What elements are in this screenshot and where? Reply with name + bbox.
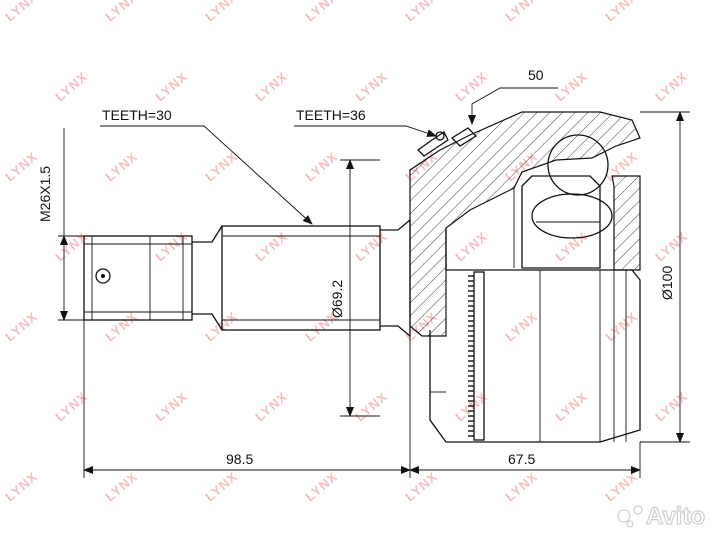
teeth-30-label: TEETH=30	[102, 107, 172, 123]
watermark-lynx: LYNX	[602, 469, 640, 505]
watermark-lynx: LYNX	[602, 0, 640, 24]
pin-hole	[95, 268, 111, 284]
watermark-lynx: LYNX	[302, 469, 340, 505]
teeth-left-leader	[100, 125, 313, 225]
bell-section	[409, 111, 641, 337]
shaft-length-label: 98.5	[226, 451, 253, 467]
watermark-lynx: LYNX	[502, 0, 540, 24]
dimensions	[58, 87, 690, 478]
watermark-lynx: LYNX	[352, 69, 390, 105]
watermark-lynx: LYNX	[152, 69, 190, 105]
watermark-lynx: LYNX	[352, 389, 390, 425]
watermark-lynx: LYNX	[102, 149, 140, 185]
watermark-lynx: LYNX	[252, 389, 290, 425]
splined-shaft	[221, 225, 381, 331]
watermark-lynx: LYNX	[502, 469, 540, 505]
watermark-lynx: LYNX	[2, 309, 40, 345]
ring-size-label: 50	[528, 67, 544, 83]
watermark-lynx: LYNX	[2, 469, 40, 505]
watermark-lynx: LYNX	[602, 309, 640, 345]
avito-logo-dot	[633, 505, 643, 515]
watermark-lynx: LYNX	[352, 229, 390, 265]
watermark-lynx: LYNX	[252, 69, 290, 105]
bell-outer	[429, 228, 641, 443]
watermark-lynx: LYNX	[552, 229, 590, 265]
body-diameter-label: Ø100	[659, 266, 675, 300]
teeth-36-label: TEETH=36	[296, 107, 366, 123]
threaded-end	[83, 235, 193, 321]
watermark-lynx: LYNX	[652, 229, 690, 265]
body-length-label: 67.5	[508, 451, 535, 467]
avito-logo-dot	[626, 520, 634, 528]
watermark-lynx: LYNX	[402, 469, 440, 505]
watermark-lynx: LYNX	[102, 0, 140, 24]
watermark-lynx: LYNX	[552, 389, 590, 425]
watermark-lynx: LYNX	[652, 69, 690, 105]
watermark-lynx: LYNX	[52, 389, 90, 425]
watermark-lynx: LYNX	[102, 309, 140, 345]
snap-ring	[416, 131, 449, 157]
shaft-diameter-label: Ø69.2	[329, 280, 345, 318]
watermark-lynx: LYNX	[52, 229, 90, 265]
avito-logo-dot	[617, 509, 631, 523]
abs-ring	[468, 275, 474, 437]
watermark-lynx: LYNX	[302, 149, 340, 185]
watermark-lynx: LYNX	[252, 229, 290, 265]
watermark-lynx: LYNX	[452, 229, 490, 265]
cage-window	[531, 193, 613, 239]
watermark-lynx: LYNX	[152, 229, 190, 265]
avito-badge: Avito	[617, 502, 706, 531]
joint-body	[409, 111, 641, 443]
watermark-lynx: LYNX	[2, 0, 40, 24]
watermark-lynx: LYNX	[552, 69, 590, 105]
ring-leader	[468, 87, 558, 125]
watermark-layer: LYNX LYNX LYNX LYNX LYNX LYNX LYNX LYNX LYNX LYNX…	[2, 0, 690, 504]
watermark-lynx: LYNX	[402, 0, 440, 24]
watermark-lynx: LYNX	[52, 69, 90, 105]
watermark-lynx: LYNX	[452, 69, 490, 105]
watermark-lynx: LYNX	[202, 0, 240, 24]
watermark-lynx: LYNX	[502, 309, 540, 345]
watermark-lynx: LYNX	[202, 469, 240, 505]
watermark-lynx: LYNX	[652, 389, 690, 425]
avito-logo-text: Avito	[646, 503, 705, 530]
watermark-lynx: LYNX	[152, 389, 190, 425]
watermark-lynx: LYNX	[2, 149, 40, 185]
pin-hole-center	[101, 274, 105, 278]
outer-race-section	[611, 175, 641, 271]
ball-bearing	[547, 134, 609, 196]
watermark-lynx: LYNX	[102, 469, 140, 505]
watermark-lynx: LYNX	[302, 0, 340, 24]
teeth-right-leader	[294, 125, 437, 137]
thread-label: M26X1.5	[37, 166, 53, 222]
